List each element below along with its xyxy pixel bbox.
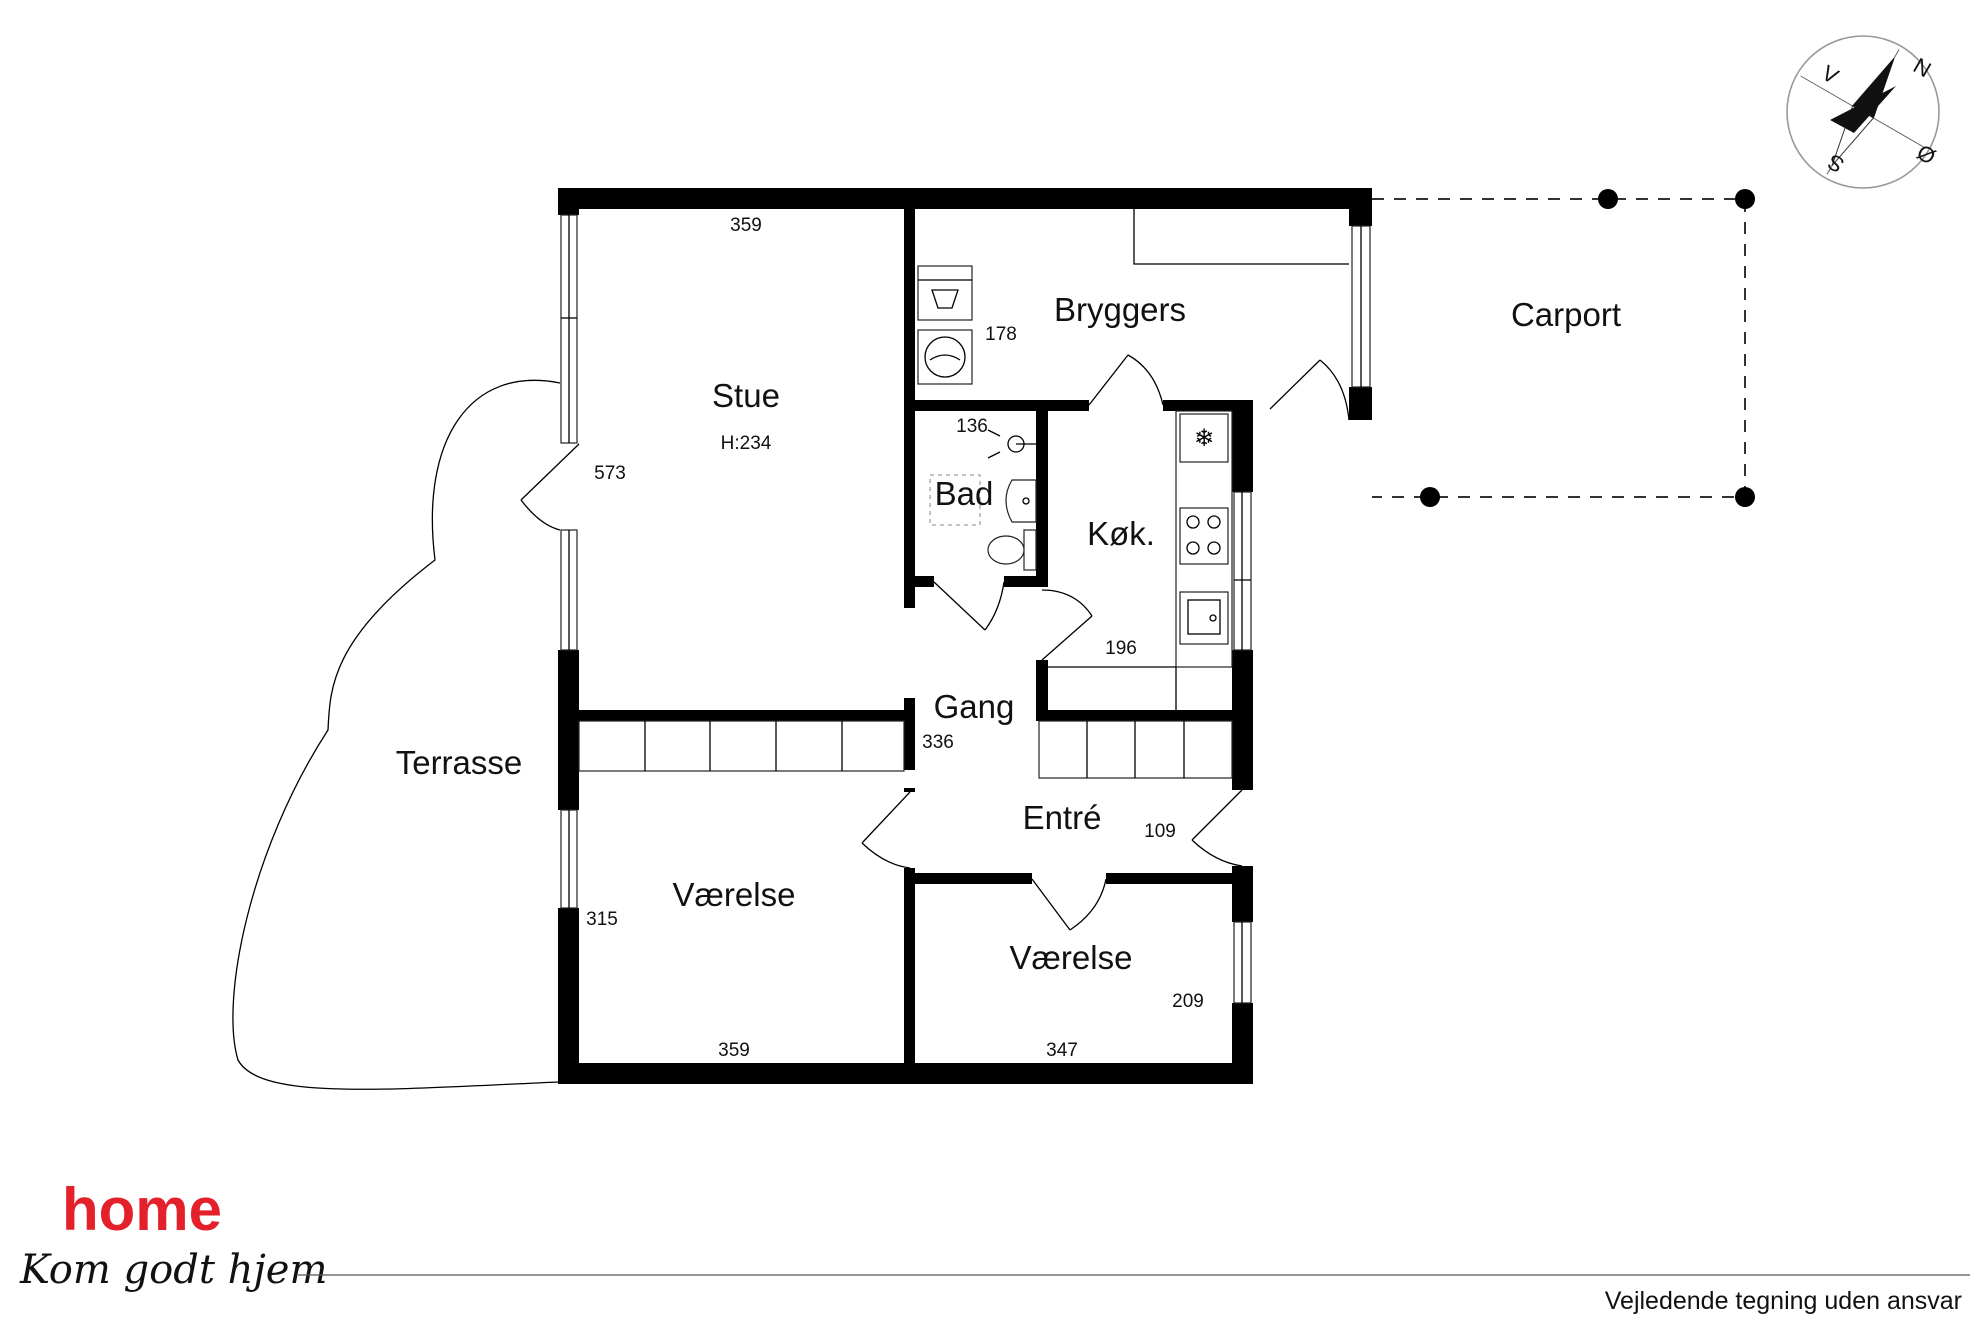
dim-bad: 136 [956,416,988,437]
disclaimer-text: Vejledende tegning uden ansvar [1605,1287,1962,1315]
dim-bryggers: 178 [985,324,1017,345]
room-label-stue: Stue [712,377,780,414]
shower-icon [987,429,1036,459]
compass-south-label: S [1823,149,1848,178]
dim-vaerelse-2-width: 347 [1046,1040,1078,1061]
dim-vaerelse-2-depth: 209 [1172,991,1204,1012]
room-label-bryggers: Bryggers [1054,291,1186,328]
dimension-labels: 359 573 178 136 196 336 109 315 359 347 … [586,215,1204,1061]
room-label-terrasse: Terrasse [396,744,523,781]
svg-text:❄: ❄ [1194,424,1214,452]
carport-outline [1372,189,1755,507]
room-label-entre: Entré [1023,799,1102,836]
windows [560,214,1371,1004]
room-label-carport: Carport [1511,296,1621,333]
washing-machine-icon [917,329,973,385]
compass-west-label: V [1818,60,1843,89]
room-labels: Stue H:234 Bryggers Carport Bad Køk. Gan… [396,291,1621,976]
dim-vaerelse-1-depth: 315 [586,909,618,930]
terrace-outline [232,379,561,1090]
room-label-vaerelse-2: Værelse [1010,939,1133,976]
compass-icon: N V S Ø [1786,35,1940,189]
dishwasher-icon [917,265,973,321]
brand-logo: home Kom godt hjem [19,1176,327,1293]
stove-icon [1179,507,1229,565]
toilet-icon [987,529,1037,571]
dim-stue-depth: 573 [594,463,626,484]
room-label-gang: Gang [934,688,1015,725]
fixtures: ❄ [917,265,1229,645]
bathroom-sink-icon [1005,479,1037,523]
shower-area [929,474,981,526]
fridge-icon: ❄ [1179,413,1229,463]
room-label-bad: Bad [935,475,994,512]
logo-word: home [62,1176,222,1243]
kitchen-sink-icon [1179,591,1229,645]
logo-slogan: Kom godt hjem [19,1247,327,1293]
dim-kok: 196 [1105,638,1137,659]
room-label-vaerelse-1: Værelse [673,876,796,913]
doors [520,354,1350,931]
dim-entre: 109 [1144,821,1176,842]
dim-gang: 336 [922,732,954,753]
walls [558,188,1372,1084]
room-label-kok: Køk. [1087,515,1155,552]
dim-stue-width: 359 [730,215,762,236]
stue-height-label: H:234 [721,433,772,454]
dim-vaerelse-1-width: 359 [718,1040,750,1061]
